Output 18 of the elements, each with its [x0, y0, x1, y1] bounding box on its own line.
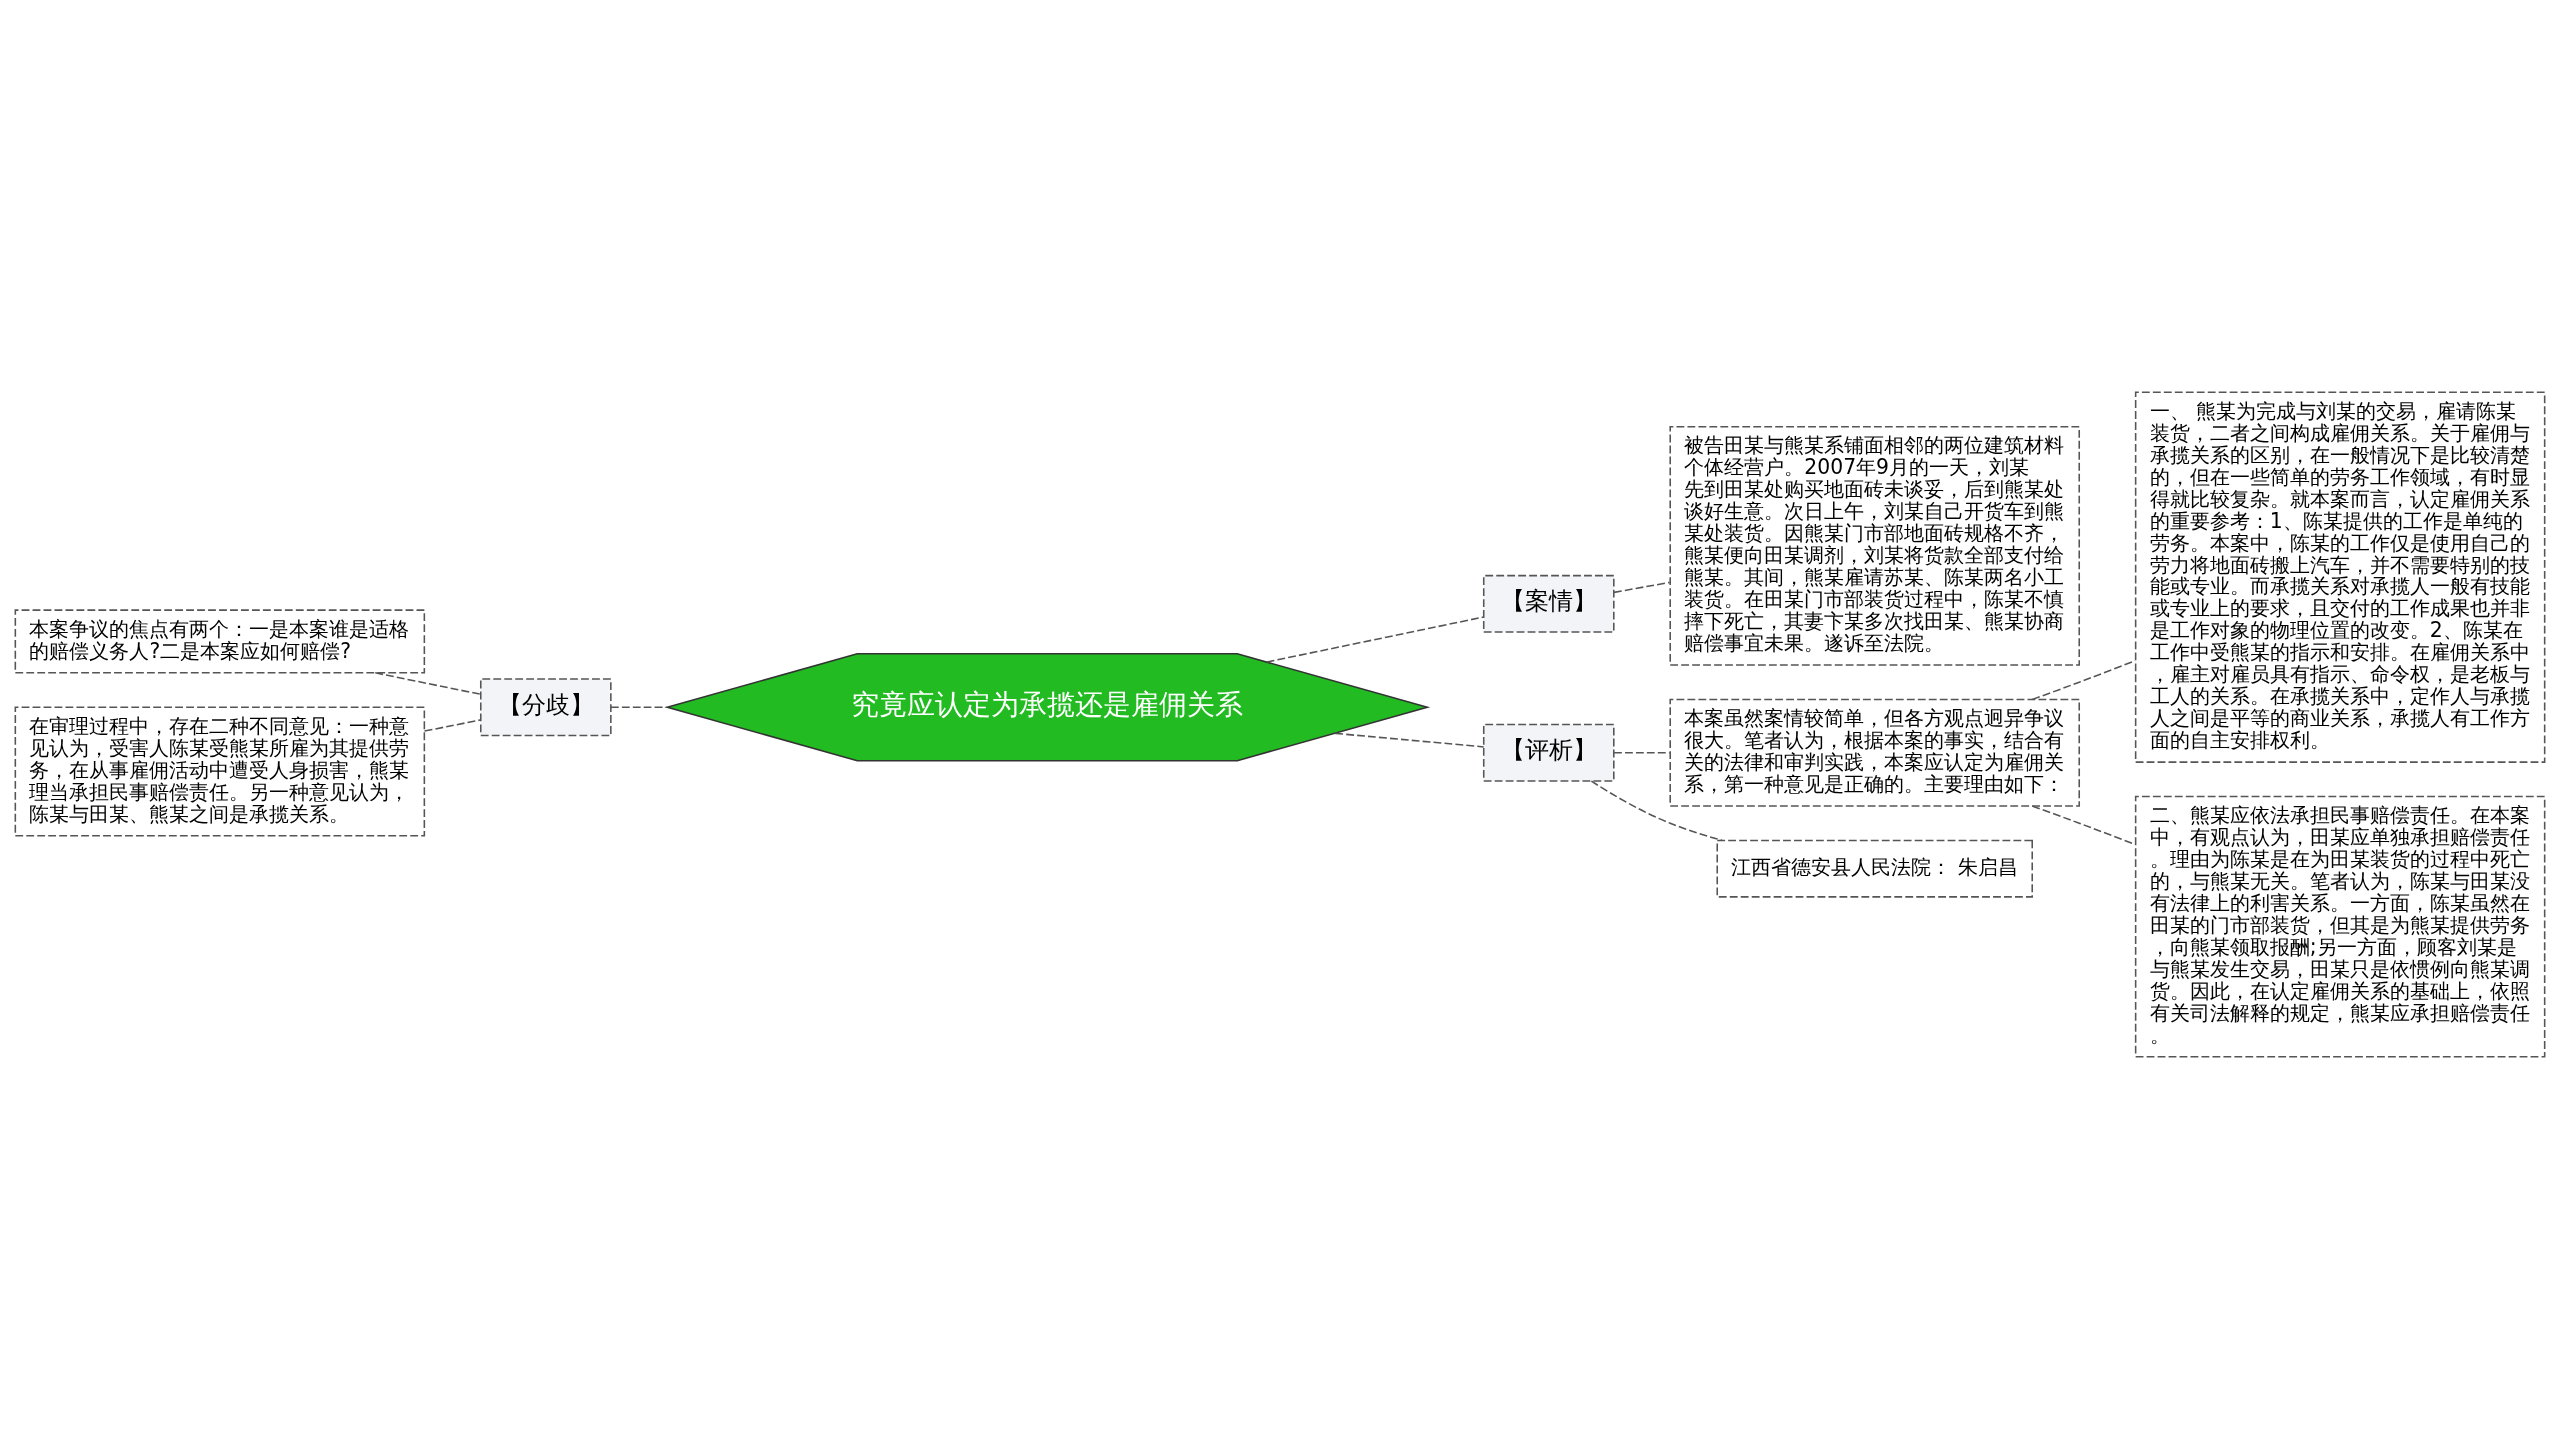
connector — [1613, 581, 1671, 593]
node-box: 【案情】 — [1482, 574, 1615, 633]
connector — [423, 718, 482, 732]
node-box: 在审理过程中，存在二种不同意见：一种意见认为，受害人陈某受熊某所雇为其提供劳务，在从事雇佣活动中遭受人身损害，熊某理当承担民事赔偿责任。另一种意见认为，陈某与田某、熊某之间是承揽关系。 — [14, 705, 426, 837]
node-box: 二、熊某应依法承担民事赔偿责任。在本案中，有观点认为，田某应单独承担赔偿责任。理由为陈某是在为田某装货的过程中死亡的，与熊某无关。笔者认为，陈某与田某没有法律上的利害关系。一方面，陈某虽然在田某的门市部装货，但其是为熊某提供劳务，向熊某领取报酬;另一方面，顾客刘某是与熊某发生交易，田某只是依惯例向熊某调货。因此，在认定雇佣关系的基础上，依照有关司法解释的规定，熊某应承担赔偿责任。 — [2134, 795, 2546, 1057]
connector — [1590, 779, 1723, 841]
connector — [1265, 615, 1485, 663]
connector — [374, 671, 482, 695]
node-box: 本案争议的焦点有两个：一是本案谁是适格的赔偿义务人?二是本案应如何赔偿? — [14, 608, 426, 674]
node-box: 【评析】 — [1482, 723, 1615, 782]
node-box: 本案虽然案情较简单，但各方观点迥异争议很大。笔者认为，根据本案的事实，结合有关的法律和审判实践，本案应认定为雇佣关系，第一种意见是正确的。主要理由如下： — [1669, 698, 2081, 807]
node-box: 一、 熊某为完成与刘某的交易，雇请陈某装货，二者之间构成雇佣关系。关于雇佣与承揽关系的区别，在一般情况下是比较清楚的，但在一些简单的劳务工作领域，有时显得就比较复杂。就本案而言，认定雇佣关系的重要参考：1、陈某提供的工作是单纯的劳务。本案中，陈某的工作仅是使用自己的劳力将地面砖搬上汽车，并不需要特别的技能或专业。而承揽关系对承揽人一般有技能或专业上的要求，且交付的工作成果也并非是工作对象的物理位置的改变。2、陈某在工作中受熊某的指示和安排。在雇佣关系中，雇主对雇员具有指示、命令权，是老板与工人的关系。在承揽关系中，定作人与承揽人之间是平等的商业关系，承揽人有工作方面的自主安排权利。 — [2134, 391, 2546, 763]
connector — [1613, 751, 1671, 753]
connector — [610, 705, 668, 708]
node-box: 【分歧】 — [479, 677, 612, 736]
node-box: 被告田某与熊某系铺面相邻的两位建筑材料个体经营户。2007年9月的一天，刘某先到田某处购买地面砖未谈妥，后到熊某处谈好生意。次日上午，刘某自己开货车到熊某处装货。因熊某门市部地面砖规格不齐，熊某便向田某调剂，刘某将货款全部支付给熊某。其间，熊某雇请苏某、陈某两名小工装货。在田某门市部装货过程中，陈某不慎摔下死亡，其妻卞某多次找田某、熊某协商赔偿事宜未果。遂诉至法院。 — [1669, 425, 2081, 666]
connector — [1334, 732, 1485, 748]
node-box: 江西省德安县人民法院： 朱启昌 — [1716, 839, 2033, 898]
